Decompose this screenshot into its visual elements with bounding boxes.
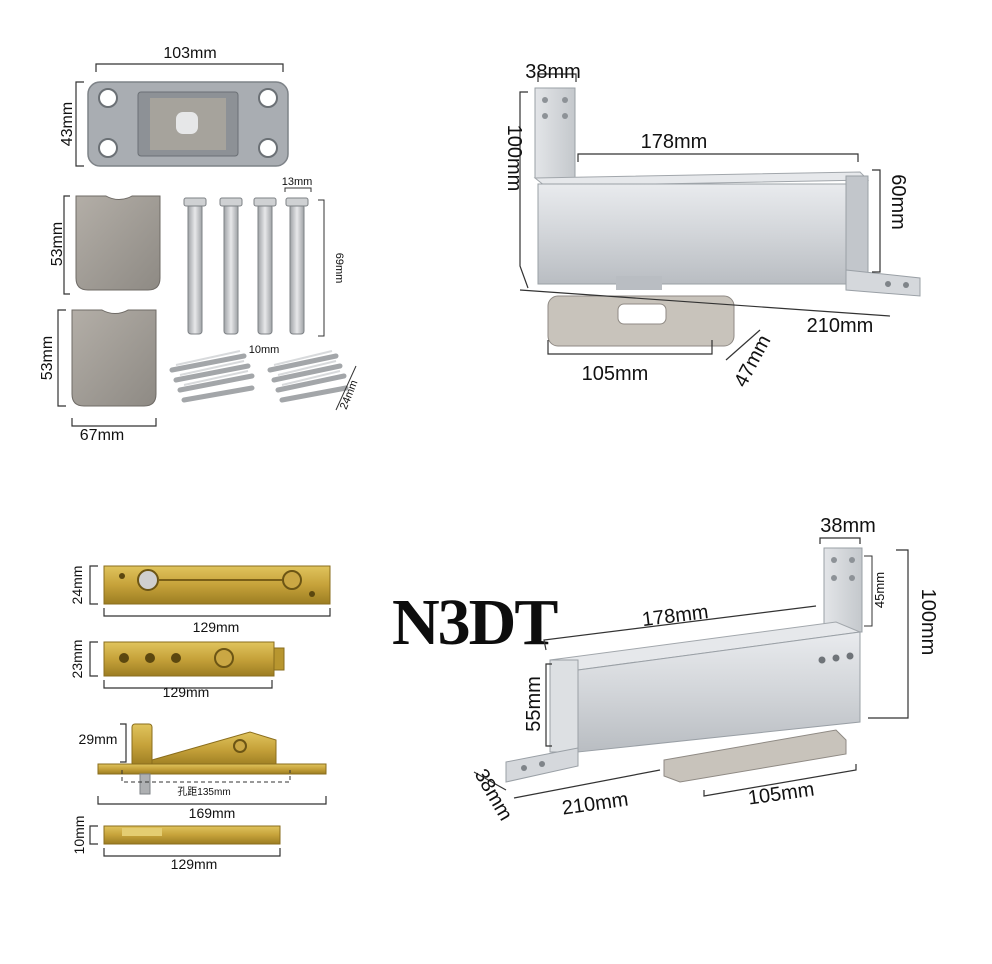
cover-width-label-1: 47mm xyxy=(730,331,776,390)
shim-bottom-height-label: 53mm xyxy=(39,336,56,380)
bracket-width-label-1: 38mm xyxy=(525,61,581,83)
panel-arms: 24mm 129mm 23mm 129mm 29mm 孔距135mm 169mm xyxy=(69,565,331,872)
bracket-height-label-1: 100mm xyxy=(503,125,525,192)
shim-top xyxy=(75,195,161,291)
arm-3 xyxy=(103,825,281,845)
arm-2 xyxy=(103,641,285,677)
hole-spacing-label: 孔距135mm xyxy=(177,786,230,798)
pivot-height-label: 29mm xyxy=(79,731,118,747)
body-height-label-2: 55mm xyxy=(523,676,545,732)
spring-body-1 xyxy=(533,87,921,297)
pivot-arm xyxy=(97,723,327,795)
arm-1 xyxy=(103,565,331,605)
arm1-height-label: 24mm xyxy=(69,566,85,605)
bracket-height-label-2: 100mm xyxy=(917,589,939,656)
shim-width-label: 67mm xyxy=(80,427,124,444)
arm1-length-label: 129mm xyxy=(193,619,240,635)
body-length-label-2: 178mm xyxy=(641,601,710,631)
shim-bottom xyxy=(71,309,157,407)
brand-logo: N3DT xyxy=(392,586,558,659)
shim-top-height-label: 53mm xyxy=(49,222,66,266)
cover-plate-2 xyxy=(663,729,847,783)
total-length-label-1: 210mm xyxy=(807,315,874,337)
arm2-length-label: 129mm xyxy=(163,684,210,700)
plate-height-label: 43mm xyxy=(59,102,76,146)
bracket-width-label-2: 38mm xyxy=(820,515,876,537)
arm2-height-label: 23mm xyxy=(69,640,85,679)
arm3-length-label: 129mm xyxy=(171,856,218,872)
total-length-label-2: 210mm xyxy=(561,789,630,820)
panel-floor-spring-bottom: 38mm 45mm 100mm 178mm 55mm 38mm 210mm 10… xyxy=(470,515,939,825)
plate-width-label: 103mm xyxy=(163,45,216,62)
cover-plate-1 xyxy=(547,295,735,347)
cover-length-label-1: 105mm xyxy=(582,363,649,385)
anchor-length-label: 69mm xyxy=(333,253,345,284)
panel-mounting-kit: 103mm 43mm 53mm 53mm 67mm 13mm 69 xyxy=(39,45,361,444)
body-height-label-1: 60mm xyxy=(887,174,909,230)
cement-box-plate xyxy=(87,81,289,167)
screw-length-label: 24mm xyxy=(338,378,361,411)
anchor-diameter-label: 13mm xyxy=(282,176,313,188)
bracket-hole-height-label: 45mm xyxy=(872,572,887,608)
screw-set-right xyxy=(267,350,349,403)
arm3-height-label: 10mm xyxy=(71,816,87,855)
pivot-length-label: 169mm xyxy=(189,805,236,821)
spring-body-2 xyxy=(505,547,863,783)
body-length-label-1: 178mm xyxy=(641,131,708,153)
anchor-bottom-label: 10mm xyxy=(249,344,280,356)
cover-length-label-2: 105mm xyxy=(747,779,816,810)
screw-set-left xyxy=(169,350,255,403)
panel-floor-spring-top: 38mm 100mm 178mm 60mm 210mm 105mm 47mm xyxy=(503,61,921,391)
expansion-anchors xyxy=(183,197,309,335)
